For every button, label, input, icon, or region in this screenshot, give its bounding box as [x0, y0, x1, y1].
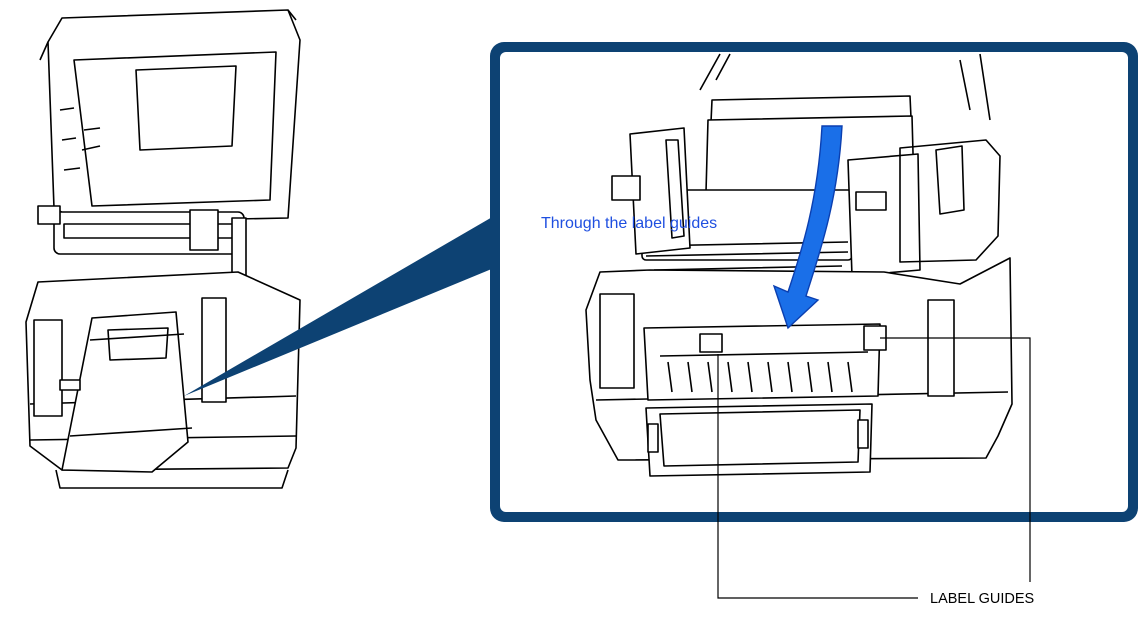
through-label-guides-text: Through the label guides	[541, 215, 717, 232]
label-path-arrow	[772, 125, 843, 330]
printer-overview-illustration	[25, 9, 301, 489]
zoom-callout-wedge	[184, 216, 494, 396]
label-guides-text: LABEL GUIDES	[930, 591, 1034, 607]
label-guides-leader-lines	[717, 337, 1031, 599]
printer-zoom-illustration	[585, 53, 1013, 477]
